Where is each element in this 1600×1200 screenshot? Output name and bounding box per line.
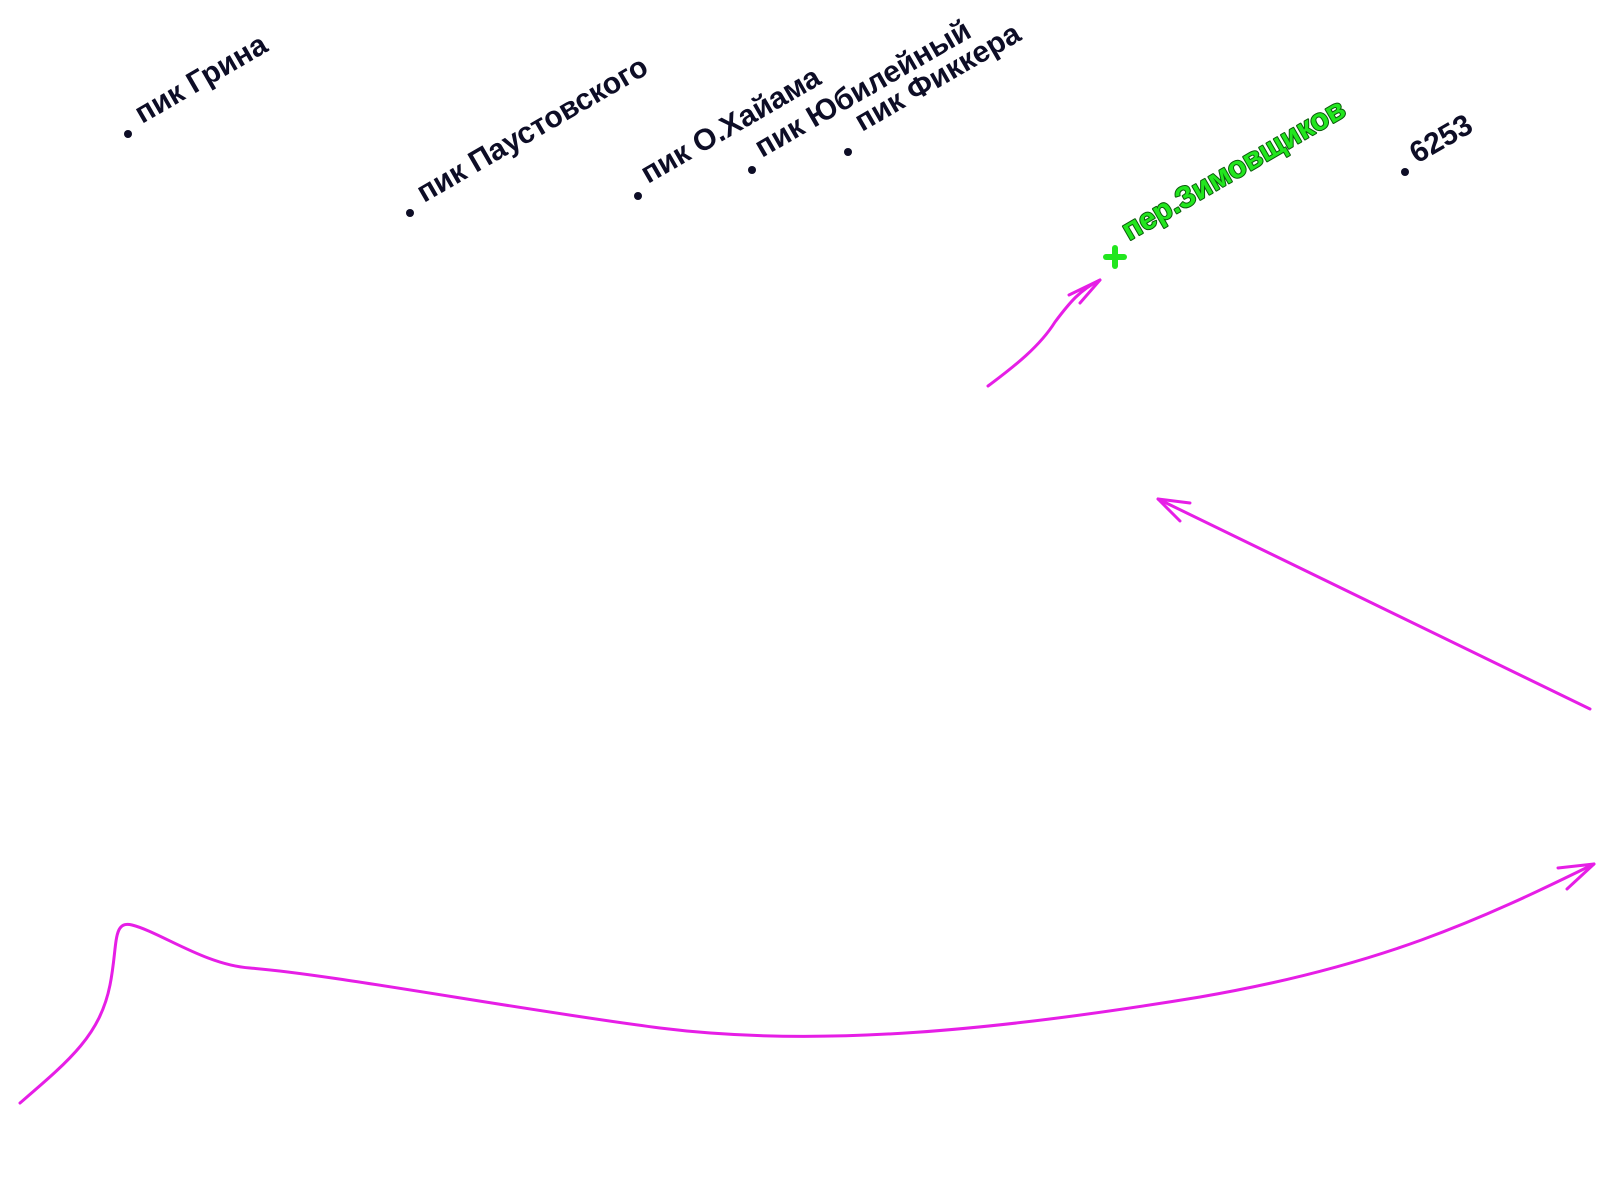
pass-label: пер.Зимовщиков xyxy=(1116,92,1351,247)
routes xyxy=(18,278,1596,1105)
peak-dot-icon xyxy=(634,192,642,200)
peak-label: пик Грина xyxy=(129,28,273,130)
peak-dot-icon xyxy=(1401,168,1409,176)
route-arrow-long-curve xyxy=(18,862,1596,1105)
peak-label: пик Паустовского xyxy=(411,50,654,209)
pass-cross-icon xyxy=(1103,245,1127,269)
peak-label: 6253 xyxy=(1404,108,1478,170)
route-arrow-to-pass xyxy=(986,278,1102,388)
peak-markers: пик Грина пик Паустовского пик О.Хайама … xyxy=(124,12,1480,217)
peak-6253: 6253 xyxy=(1401,106,1480,176)
peak-dot-icon xyxy=(748,166,756,174)
pass-zimovshchikov: пер.Зимовщиков xyxy=(1103,91,1352,269)
peak-grina: пик Грина xyxy=(124,26,275,138)
peak-dot-icon xyxy=(124,130,132,138)
peak-dot-icon xyxy=(406,209,414,217)
peak-dot-icon xyxy=(844,148,852,156)
peak-paustovskogo: пик Паустовского xyxy=(406,48,656,217)
route-arrow-upper-left xyxy=(1156,497,1592,711)
